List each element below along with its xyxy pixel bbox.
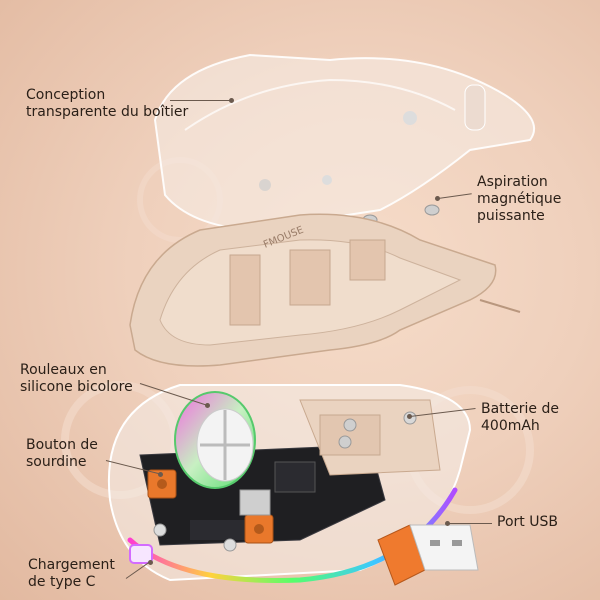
callout-magnet-line1: Aspiration xyxy=(477,174,548,190)
leader-dot-usb xyxy=(445,521,450,526)
callout-transparent-shell: Conception transparente du boîtier xyxy=(26,87,188,121)
callout-charging-line1: Chargement xyxy=(28,557,115,573)
callout-charging-line2: de type C xyxy=(28,574,96,590)
callout-battery-line1: Batterie de xyxy=(481,401,559,417)
callout-shell-line2: transparente du boîtier xyxy=(26,104,189,120)
callout-mute-line2: sourdine xyxy=(26,454,87,470)
leader-dot-mute xyxy=(158,472,163,477)
callout-usb-line1: Port USB xyxy=(497,514,558,530)
callout-bicolor-rollers: Rouleaux en silicone bicolore xyxy=(20,362,133,396)
callout-battery-line2: 400mAh xyxy=(481,418,540,434)
callout-battery: Batterie de 400mAh xyxy=(481,401,559,435)
callout-rollers-line1: Rouleaux en xyxy=(20,362,107,378)
callout-rollers-line2: silicone bicolore xyxy=(20,379,133,395)
inner-frame: FMOUSE xyxy=(129,213,521,367)
callout-magnet-line2: magnétique xyxy=(477,191,562,207)
leader-dot-magnet xyxy=(435,196,440,201)
leader-dot-charging xyxy=(148,560,153,565)
callout-mute-button: Bouton de sourdine xyxy=(26,437,98,471)
usb-dongle xyxy=(377,524,479,586)
leader-dot-shell xyxy=(229,98,234,103)
callout-mute-line1: Bouton de xyxy=(26,437,98,453)
leader-line-usb xyxy=(448,523,492,524)
leader-dot-battery xyxy=(407,414,412,419)
callout-magnetic-suction: Aspiration magnétique puissante xyxy=(477,174,561,225)
callout-magnet-line3: puissante xyxy=(477,208,545,224)
leader-dot-rollers xyxy=(205,403,210,408)
leader-line-shell xyxy=(170,100,232,101)
callout-usb-port: Port USB xyxy=(497,514,558,531)
callout-type-c-charging: Chargement de type C xyxy=(28,557,115,591)
callout-shell-line1: Conception xyxy=(26,87,106,103)
